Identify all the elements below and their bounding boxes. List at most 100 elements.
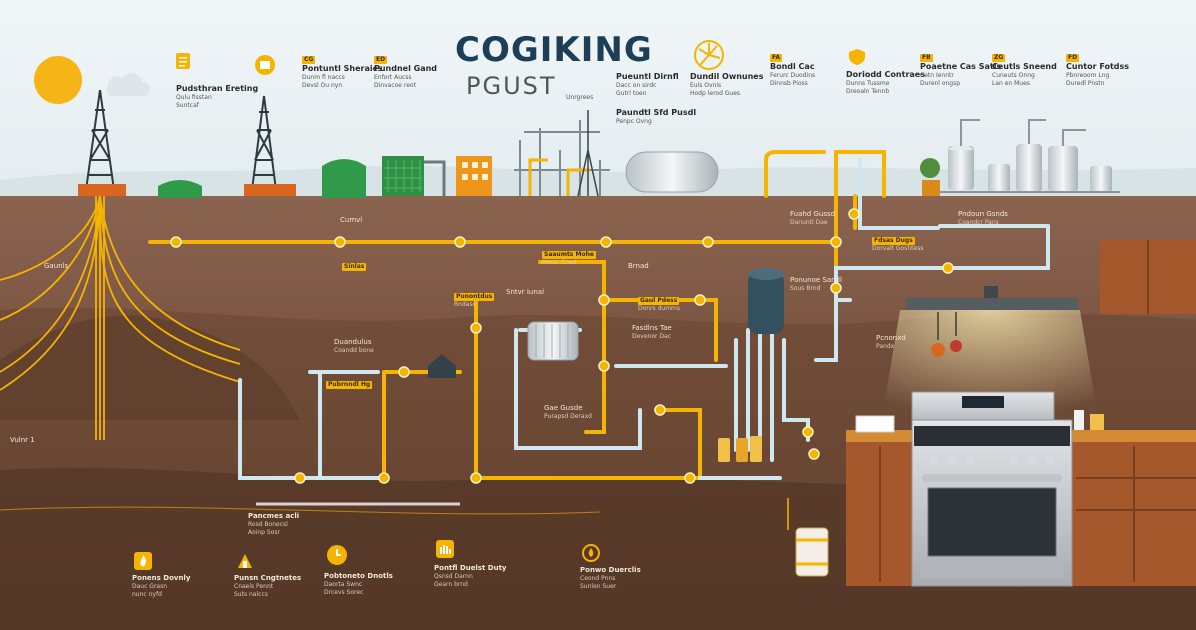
ground-label-1: Cumvl — [340, 216, 362, 225]
top-label-8: FB Poaetne Cas Satls Cetn Ienntr Durenl … — [920, 52, 1001, 88]
ground-label-sub: Coandd bone — [334, 347, 374, 354]
cabinet-lines — [879, 446, 1196, 582]
ground-label-sub: Danuntl Dae — [790, 219, 828, 226]
ground-label-title: Ponunoe Sandl — [790, 276, 842, 284]
oven-drawer[interactable] — [920, 566, 1064, 578]
ground-label-title: Pcnonxd — [876, 334, 906, 342]
ground-label-title: Sinlas — [342, 263, 367, 271]
barrel — [795, 527, 829, 577]
ground-label-title: Pubrnndl Hg — [326, 381, 373, 389]
ground-label-title: Pndoun Gsnds — [958, 210, 1008, 218]
ground-label-title: Gaul Pdess — [638, 297, 680, 305]
hand-icon — [436, 540, 454, 558]
valve-nodes — [170, 208, 954, 484]
orange-plant-windows — [462, 162, 488, 180]
bottom-label-sub: Dauc Grasn nunc nyfd — [132, 583, 168, 598]
processing-unit-grid — [384, 160, 422, 192]
top-label-sub: Qulu fisstan Suntcaf — [176, 94, 212, 109]
generator-fins — [535, 324, 569, 358]
ground-label-title: Punontdus — [454, 293, 495, 301]
reactor-vessel — [748, 272, 784, 334]
serving-bowl — [855, 415, 895, 433]
top-label-sub: Dunm fl naccs Devsl Ou nyn — [302, 74, 345, 89]
oil-derrick-right — [251, 95, 277, 191]
top-label-sub: Pbnreoom Lng Duredl Pnstn — [1066, 72, 1110, 87]
bottom-flow-line — [0, 506, 601, 515]
top-label-title: Doriodd Contraes — [846, 70, 925, 79]
ground-label-17: Vulnr 1 — [10, 436, 35, 445]
top-label-3: Pueuntl Dirnfl Dacc on sirdc Gutrl toen — [616, 72, 679, 98]
top-label-sub: Cuneuts Onng Lan en Mues — [992, 72, 1035, 87]
oil-derrick-left — [85, 89, 115, 191]
tower-gold-pipes — [528, 158, 590, 196]
top-label-sub: Cetn Ienntr Durenl ongsp — [920, 72, 961, 87]
hanging-utensils — [931, 312, 962, 357]
ground-label-sub: Rndasc — [454, 301, 476, 308]
ground-label-sub: Donrs dumms — [638, 305, 681, 312]
range-hood-duct — [984, 286, 998, 298]
top-label-9: ZG Ceutls Sneend Cuneuts Onng Lan en Mue… — [992, 52, 1057, 88]
ground-label-title: Gaunls — [44, 262, 69, 270]
shield-icon — [849, 49, 865, 65]
ground-label-title: Cumvl — [340, 216, 363, 224]
oven-handle[interactable] — [922, 474, 1062, 482]
plant-leaves — [920, 158, 940, 178]
top-label-title: Bondl Cac — [770, 62, 815, 71]
top-label-title: Dundil Ownunes — [690, 72, 764, 81]
top-label-title: Pueuntl Dirnfl — [616, 72, 679, 81]
ground-label-sub: Purapsd Deraxd — [544, 413, 592, 420]
top-label-10: FD Cuntor Fotdss Pbnreoom Lng Duredl Pns… — [1066, 52, 1129, 88]
page-title: COGIKING — [455, 30, 653, 70]
blue-pipe-network — [238, 158, 1050, 480]
cloud-icon — [106, 73, 151, 96]
range-hood — [906, 298, 1078, 310]
top-label-badge: FA — [770, 54, 783, 62]
hills-background — [0, 165, 1196, 200]
top-label-title: Pontuntl Sheraics — [302, 64, 383, 73]
generator-unit — [527, 321, 579, 361]
utensil-jar — [1074, 410, 1084, 430]
top-label-sub: Dunns Tussme Dreoaln Tennb — [846, 80, 890, 95]
clock-icon — [327, 545, 347, 565]
subtitle-note: Unrgrees — [566, 94, 594, 101]
ground-label-title: Duandulus — [334, 338, 372, 346]
ground-label-title: Gae Gusde — [544, 404, 583, 412]
ground-label-title: Vulnr 1 — [10, 436, 35, 444]
ground-label-title: Fasdlns Tae — [632, 324, 672, 332]
green-tank-small — [158, 180, 202, 198]
top-label-badge: FD — [1066, 54, 1080, 62]
top-label-sub: Euls Ovnis Hodp lerod Gues — [690, 82, 741, 97]
top-label-sub: Enfort Aucss Dinvacoe reot — [374, 74, 416, 89]
processing-pipe — [424, 160, 446, 196]
top-label-5: Dundil Ownunes Euls Ovnis Hodp lerod Gue… — [690, 72, 764, 98]
ground-label-title: Brnad — [628, 262, 649, 270]
top-label-1: CG Pontuntl Sheraics Dunm fl naccs Devsl… — [302, 54, 382, 90]
stove-knobs — [930, 456, 1054, 464]
top-label-6: FA Bondl Cac Ferurc Duodins Dinnsb Pioss — [770, 52, 815, 88]
fan-icon — [694, 40, 724, 70]
barrel-bands — [796, 538, 828, 566]
drop-icon — [582, 544, 600, 562]
top-label-7: Doriodd Contraes Dunns Tussme Dreoaln Te… — [846, 70, 925, 96]
green-tank-large — [322, 159, 366, 198]
bottom-label-title: Ponens Dovnly — [132, 574, 191, 582]
ground-label-sub: Pandx — [876, 343, 895, 350]
ground-label-8: Sntvr Iunal — [506, 288, 544, 297]
ground-label-title: Fuahd Gussd — [790, 210, 836, 218]
ground-label-title: Sntvr Iunal — [506, 288, 545, 296]
top-label-badge: FB — [920, 54, 933, 62]
well-bore-lines — [0, 195, 241, 440]
top-label-title: Poaetne Cas Satls — [920, 62, 1002, 71]
